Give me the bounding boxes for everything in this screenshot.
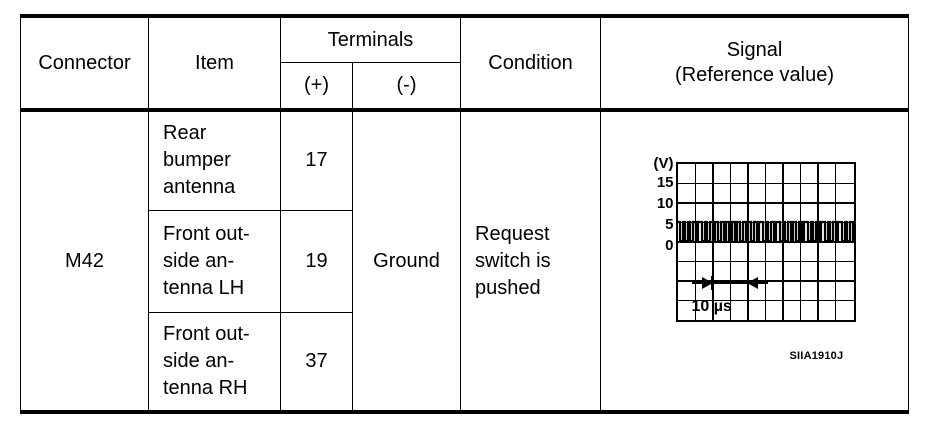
gridline-h <box>677 260 854 262</box>
time-span-tick-start <box>710 275 713 290</box>
header-signal: Signal (Reference value) <box>600 15 910 111</box>
cell-terminal-plus-37: 37 <box>280 311 353 413</box>
header-signal-line2: (Reference value) <box>675 64 834 86</box>
header-signal-line1: Signal <box>726 39 783 61</box>
condition-text: Request switch is pushed <box>475 222 551 299</box>
gridline-h-major <box>677 279 854 282</box>
cell-item-rear-bumper-antenna: Rear bumper antenna <box>148 108 281 211</box>
cell-terminal-minus-ground: Ground <box>351 108 462 413</box>
gridline-h <box>677 182 854 184</box>
cell-connector-m42: M42 <box>20 108 149 413</box>
terminal-signal-table: Connector Item Terminals Condition Signa… <box>20 14 910 414</box>
time-span-tick-end <box>746 275 749 290</box>
gridline-h-major <box>677 201 854 204</box>
cell-signal-waveform: (V) 15 10 5 0 <box>600 108 910 413</box>
waveform-time-span-marker <box>691 275 768 290</box>
waveform-svg <box>677 220 854 242</box>
header-row-sub: (+) (-) <box>21 62 909 112</box>
table-row: Front out- side an- tenna LH 19 <box>21 209 909 313</box>
item-text: Front out- side an- tenna RH <box>163 322 250 399</box>
waveform-time-label: 10 µs <box>691 297 732 315</box>
time-span-bar <box>691 281 768 284</box>
header-terminals: Terminals <box>279 15 462 63</box>
header-item: Item <box>148 15 281 111</box>
cell-item-front-outside-antenna-lh: Front out- side an- tenna LH <box>148 209 281 313</box>
header-terminal-minus: (-) <box>351 62 462 112</box>
cell-terminal-plus-17: 17 <box>280 108 353 211</box>
table-body: M42 Rear bumper antenna 17 Ground Reques… <box>20 108 910 413</box>
waveform-grid <box>675 161 856 322</box>
item-text: Front out- side an- tenna LH <box>163 222 250 299</box>
waveform-y-axis: (V) 15 10 5 0 <box>640 154 674 339</box>
oscilloscope-graphic: (V) 15 10 5 0 <box>640 154 870 369</box>
waveform-ytick-15: 15 <box>656 173 674 191</box>
gridline-h <box>677 299 854 301</box>
figure-reference-code: SIIA1910J <box>789 349 844 362</box>
waveform-ytick-10: 10 <box>656 194 674 212</box>
waveform-ytick-5: 5 <box>665 215 674 233</box>
waveform-trace <box>677 219 854 244</box>
table-row: M42 Rear bumper antenna 17 Ground Reques… <box>20 108 910 413</box>
table-head: Connector Item Terminals Condition Signa… <box>20 15 910 112</box>
header-connector: Connector <box>20 15 149 111</box>
cell-item-front-outside-antenna-rh: Front out- side an- tenna RH <box>148 311 281 413</box>
table-row: Front out- side an- tenna RH 37 <box>21 311 909 413</box>
item-text: Rear bumper antenna <box>163 122 236 199</box>
header-terminal-plus: (+) <box>280 62 353 112</box>
waveform-ytick-0: 0 <box>665 236 674 254</box>
spec-table-wrapper: Connector Item Terminals Condition Signa… <box>20 14 910 414</box>
cell-terminal-plus-19: 19 <box>280 209 353 313</box>
header-row-top: Connector Item Terminals Condition Signa… <box>20 15 910 111</box>
header-condition: Condition <box>460 15 602 111</box>
waveform-unit-label: (V) <box>653 154 674 172</box>
cell-condition-request-switch: Request switch is pushed <box>460 108 602 413</box>
